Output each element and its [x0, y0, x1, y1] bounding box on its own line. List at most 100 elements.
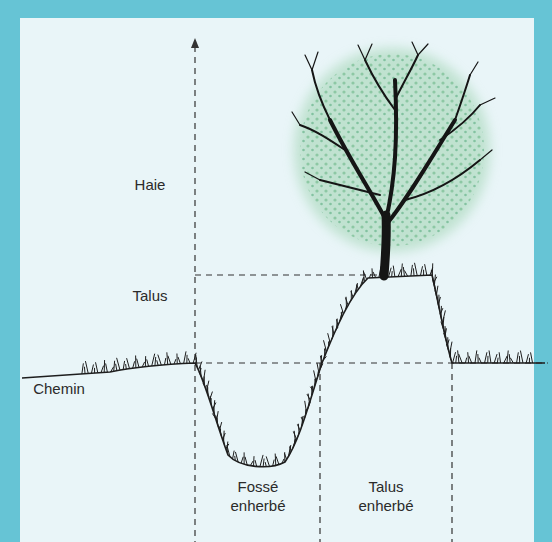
grass-blade [357, 285, 359, 289]
grass-blade [437, 301, 439, 310]
part-label: Talus [110, 286, 190, 305]
grass-blade [184, 351, 186, 363]
grass-blade [487, 356, 488, 363]
grass-blade [255, 460, 257, 466]
grass-blade [207, 385, 209, 397]
panel-ground [20, 18, 534, 542]
grass-blade [288, 445, 291, 457]
grass-blade [307, 394, 310, 400]
grass-blade [340, 304, 343, 314]
grass-blade [212, 413, 215, 418]
grass-blade [101, 366, 104, 373]
grass-blade [458, 350, 459, 363]
grass-blade [314, 370, 316, 382]
grass-blade [253, 456, 255, 466]
grass-blade [174, 359, 176, 364]
grass-blade [497, 358, 499, 363]
grass-blade [510, 358, 513, 363]
grass-blade [507, 351, 508, 363]
grass-blade [266, 456, 269, 466]
guide-arrowhead [191, 38, 199, 48]
grass-blade [356, 284, 358, 292]
grass-blade [441, 322, 444, 333]
grass-blade [133, 361, 135, 368]
grass-blade [339, 311, 342, 322]
part-label: Chemin [24, 379, 94, 398]
grass-blade [297, 424, 300, 430]
grass-blade [276, 456, 279, 464]
grass-blade [465, 358, 466, 363]
grass-blade [431, 270, 433, 279]
zone-label: Talus enherbé [346, 477, 426, 515]
grass-blade [494, 354, 497, 363]
grass-blade [362, 278, 363, 284]
grass-blade [111, 367, 114, 372]
grass-blade [275, 454, 277, 466]
grass-blade [332, 326, 333, 337]
grass-blade [432, 279, 435, 292]
grass-blade [404, 270, 407, 276]
grass-blade [199, 372, 202, 379]
grass-blade [298, 424, 300, 434]
grass-blade [520, 351, 523, 363]
grass-blade [467, 352, 469, 363]
grass-blade [420, 266, 422, 275]
grass-blade [369, 274, 371, 278]
ground-profile [22, 275, 545, 467]
grass-blade [290, 447, 292, 451]
grass-blade [116, 364, 117, 371]
grass-blade [425, 264, 427, 275]
grass-blade [317, 363, 319, 373]
grass-blade [219, 426, 221, 436]
grass-blade [415, 263, 418, 276]
grass-blade [393, 266, 395, 277]
grass-blade [117, 358, 120, 370]
grass-blade [152, 354, 155, 366]
grass-blade [106, 363, 108, 372]
grass-blade [166, 352, 168, 364]
grass-blade [284, 453, 286, 459]
grass-blade [371, 268, 373, 277]
grass-blade [196, 355, 197, 367]
grass-blade [363, 272, 366, 280]
grass-blade [446, 344, 448, 351]
grass-blade [311, 386, 312, 398]
grass-blade [459, 354, 463, 363]
grass-blade [289, 446, 290, 454]
grass-blade [341, 312, 343, 316]
grass-blade [235, 452, 238, 462]
grass-blade [475, 350, 477, 363]
grass-blade [301, 416, 303, 428]
grass-blade [96, 362, 98, 373]
grass-blade [373, 272, 376, 278]
grass-blade [104, 360, 105, 372]
tree-branches [292, 42, 495, 276]
grass-blade [168, 356, 171, 365]
zone-label: Fossé enherbé [218, 477, 298, 515]
grass-blade [469, 356, 472, 363]
tree-canopy [294, 48, 490, 252]
grass-blade [519, 356, 520, 363]
grass-blade [479, 358, 481, 363]
grass-blade [477, 354, 478, 363]
grass-blade [145, 356, 146, 366]
grass-blade [282, 459, 284, 464]
grass-blade [154, 357, 156, 366]
grass-blade [234, 456, 236, 461]
grass-blade [301, 417, 303, 421]
grass-blade [94, 368, 95, 373]
grass-blade [293, 431, 296, 439]
grass-blade [244, 452, 245, 464]
grass-blade [485, 352, 487, 363]
grass-blade [142, 362, 144, 367]
grass-blade [311, 386, 313, 394]
grass-blade [435, 290, 438, 301]
grass-blade [305, 401, 307, 413]
grass-blade [91, 364, 93, 373]
grass-blade [324, 340, 327, 351]
grass-blade [423, 270, 424, 276]
grass-blade [351, 291, 353, 297]
grass-blade [455, 356, 457, 363]
grass-blade [336, 319, 338, 329]
grass-blade [176, 354, 177, 364]
